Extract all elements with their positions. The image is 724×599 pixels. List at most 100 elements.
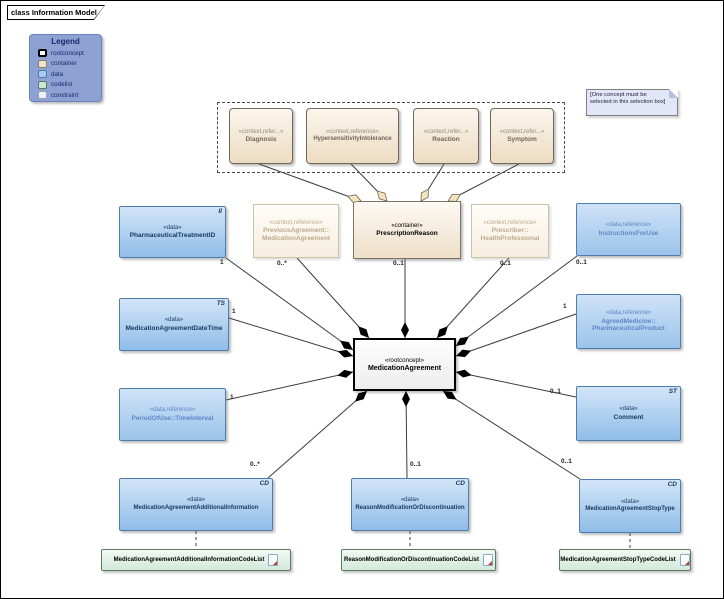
stereotype: «context,refer...» — [499, 128, 545, 135]
multiplicity-label: 0..1 — [393, 260, 404, 267]
class-name: HypersensitivityIntolerance — [313, 136, 392, 142]
class-medication-agreement-stop-type[interactable]: CD «data» MedicationAgreementStopType — [579, 479, 681, 533]
class-prescription-reason[interactable]: «container» PrescriptionReason — [353, 201, 461, 259]
multiplicity-label: 0..* — [250, 461, 260, 468]
rootconcept-swatch-icon — [38, 49, 47, 58]
class-name: PreviousAgreement:: — [263, 227, 329, 235]
connector-pharmaceutical-treatment-id — [225, 257, 354, 351]
multiplicity-label: 0..1 — [576, 259, 587, 266]
frame-title-tab: class Information Model — [7, 5, 105, 20]
legend-item-container: container — [30, 59, 101, 70]
class-name: Diagnosis — [245, 136, 277, 143]
legend-title: Legend — [51, 37, 80, 46]
legend-item-rootconcept: rootconcept — [30, 48, 101, 59]
stereotype: «context,refer...» — [238, 128, 284, 135]
multiplicity-label: 0..1 — [410, 461, 421, 468]
frame-title: class Information Model — [8, 6, 104, 19]
selection-box — [217, 102, 565, 173]
stereotype: «data,reference» — [605, 222, 652, 228]
class-name: AgreedMedicine:: — [601, 317, 656, 325]
legend-label: data — [51, 70, 64, 78]
class-diagnosis[interactable]: «context,refer...» Diagnosis — [229, 108, 293, 164]
stereotype: «data,reference» — [149, 407, 196, 413]
multiplicity-label: 1 — [220, 259, 224, 266]
legend-label: codelist — [51, 81, 73, 89]
codelist-stop-type[interactable]: MedicationAgreementStopTypeCodeList — [559, 549, 691, 571]
connector-comment — [455, 371, 577, 398]
class-agreed-medicine[interactable]: «data,reference» AgreedMedicine:: Pharma… — [576, 294, 681, 349]
multiplicity-label: 0..* — [277, 260, 287, 267]
stereotype: «container» — [391, 222, 423, 229]
connector-prescriber — [436, 257, 510, 339]
connector-stop-type — [442, 390, 581, 480]
class-name: MedicationAgreementAdditionalInformation — [133, 504, 259, 511]
legend: Legend rootconcept container data codeli… — [29, 34, 102, 102]
legend-item-constraint: constraint — [30, 90, 101, 101]
multiplicity-label: 1 — [232, 308, 236, 315]
stereotype: «data» — [164, 317, 184, 323]
class-medication-agreement-root[interactable]: «rootconcept» MedicationAgreement — [353, 338, 456, 391]
class-name: Prescriber:: — [491, 227, 529, 235]
connector-previous-agreement — [296, 257, 370, 339]
stereotype: «context,reference» — [269, 219, 323, 226]
container-swatch-icon — [38, 59, 47, 68]
type-marker: CD — [259, 480, 269, 487]
class-medication-agreement-date-time[interactable]: TS «data» MedicationAgreementDateTime — [119, 298, 229, 351]
stereotype: «data,reference» — [605, 310, 652, 317]
class-name: MedicationAgreement — [262, 234, 330, 242]
connector-additional-information — [267, 390, 368, 479]
stereotype: «data» — [400, 497, 420, 503]
legend-label: container — [51, 60, 77, 68]
class-name: HealthProfessional — [480, 234, 540, 242]
legend-item-data: data — [30, 69, 101, 80]
type-marker: CD — [455, 480, 465, 487]
codelist-swatch-icon — [38, 80, 47, 89]
class-name: Symptom — [507, 136, 537, 143]
class-name: PharmaceuticalTreatmentID — [129, 232, 216, 239]
connector-instructions-for-use — [455, 255, 578, 347]
class-name: PrescriptionReason — [376, 230, 438, 237]
class-period-of-use[interactable]: «data,reference» PeriodOfUse::TimeInterv… — [119, 388, 226, 441]
class-prescriber[interactable]: «context,reference» Prescriber:: HealthP… — [471, 204, 549, 258]
connector-reason-modification — [405, 390, 408, 479]
stereotype: «data» — [619, 406, 638, 412]
type-marker: TS — [216, 300, 225, 307]
legend-label: rootconcept — [51, 49, 84, 57]
class-symptom[interactable]: «context,refer...» Symptom — [490, 108, 554, 164]
class-pharmaceutical-treatment-id[interactable]: II «data» PharmaceuticalTreatmentID — [119, 206, 226, 258]
class-name: MedicationAgreementStopType — [585, 506, 675, 512]
class-comment[interactable]: ST «data» Comment — [576, 386, 681, 441]
codelist-name: MedicationAgreementAdditionalInformation… — [113, 557, 265, 563]
multiplicity-label: 1 — [230, 394, 234, 401]
stereotype: «data» — [163, 224, 182, 231]
class-name: PharmaceuticalProduct — [592, 325, 665, 333]
document-icon — [268, 554, 279, 566]
type-marker: II — [218, 208, 222, 215]
class-reaction[interactable]: «context,refer...» Reaction — [413, 108, 479, 164]
stereotype: «context,refer...» — [423, 128, 469, 135]
multiplicity-label: 0..1 — [550, 388, 561, 395]
document-icon — [483, 554, 493, 566]
legend-item-codelist: codelist — [30, 80, 101, 91]
selection-constraint-note: [One concept must be selected in this se… — [586, 89, 678, 116]
class-medication-agreement-additional-information[interactable]: CD «data» MedicationAgreementAdditionalI… — [119, 478, 273, 531]
class-hypersensitivity-intolerance[interactable]: «context,reference» HypersensitivityInto… — [306, 108, 399, 164]
codelist-name: ReasonModificationOrDiscontinuationCodeL… — [343, 557, 479, 563]
multiplicity-label: 0..1 — [561, 458, 572, 465]
class-name: Reaction — [432, 136, 460, 143]
class-reason-modification-or-discontinuation[interactable]: CD «data» ReasonModificationOrDiscontinu… — [351, 478, 469, 531]
stereotype: «context,reference» — [483, 219, 537, 226]
class-name: ReasonModificationOrDiscontinuation — [355, 504, 465, 511]
codelist-reason-modification[interactable]: ReasonModificationOrDiscontinuationCodeL… — [341, 549, 496, 571]
class-previous-agreement[interactable]: «context,reference» PreviousAgreement:: … — [253, 204, 339, 258]
legend-label: constraint — [51, 91, 79, 99]
class-instructions-for-use[interactable]: «data,reference» InstructionsForUse — [576, 203, 681, 256]
multiplicity-label: 1 — [563, 303, 567, 310]
codelist-additional-information[interactable]: MedicationAgreementAdditionalInformation… — [101, 549, 291, 571]
type-marker: ST — [668, 388, 677, 395]
codelist-name: MedicationAgreementStopTypeCodeList — [560, 557, 676, 563]
data-swatch-icon — [38, 70, 47, 79]
stereotype: «data» — [186, 497, 206, 503]
type-marker: CD — [667, 481, 677, 488]
